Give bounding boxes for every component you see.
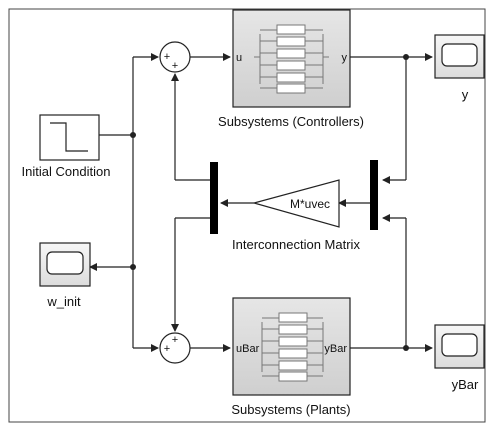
- ybar-scope-label: yBar: [452, 377, 479, 392]
- initial-condition-block[interactable]: [39, 114, 100, 161]
- subsystem-icon: [254, 24, 329, 94]
- w-init-label: w_init: [46, 294, 81, 309]
- plants-subsystem-block[interactable]: uBar yBar: [232, 297, 351, 396]
- interconnection-matrix-label: Interconnection Matrix: [232, 237, 360, 252]
- controllers-subsystem-block[interactable]: u y: [232, 9, 351, 108]
- controllers-in-port: u: [236, 52, 242, 64]
- sum-bottom-sign-2: +: [172, 334, 178, 346]
- w-init-scope-block[interactable]: [39, 242, 91, 287]
- subsystem-icon: [261, 312, 324, 382]
- model-border: [8, 8, 486, 423]
- sum-bottom-sign-1: +: [164, 343, 170, 355]
- demux-block[interactable]: [210, 162, 218, 234]
- plants-out-port: yBar: [324, 343, 347, 355]
- step-icon: [50, 122, 88, 152]
- scope-icon: [441, 43, 478, 67]
- signal-lines: [89, 53, 433, 352]
- y-scope-block[interactable]: [434, 34, 485, 79]
- branch-point: [130, 132, 136, 138]
- controllers-label: Subsystems (Controllers): [218, 114, 364, 129]
- y-scope-label: y: [462, 87, 469, 102]
- initial-condition-label: Initial Condition: [22, 164, 111, 179]
- sum-top-sign-2: +: [172, 60, 178, 72]
- sum-bottom-block[interactable]: + +: [159, 332, 191, 364]
- branch-point: [403, 345, 409, 351]
- sum-top-sign-1: +: [164, 51, 170, 63]
- mux-block[interactable]: [370, 160, 378, 230]
- sum-top-block[interactable]: + +: [159, 41, 191, 73]
- plants-in-port: uBar: [236, 343, 260, 355]
- branch-point: [130, 264, 136, 270]
- controllers-out-port: y: [342, 52, 348, 64]
- ybar-scope-block[interactable]: [434, 324, 485, 369]
- branch-point: [403, 54, 409, 60]
- scope-icon: [441, 333, 478, 357]
- plants-label: Subsystems (Plants): [231, 402, 350, 417]
- interconnection-matrix-block[interactable]: M*uvec: [251, 179, 340, 228]
- matrix-gain-expression: M*uvec: [290, 197, 330, 211]
- scope-icon: [46, 251, 84, 275]
